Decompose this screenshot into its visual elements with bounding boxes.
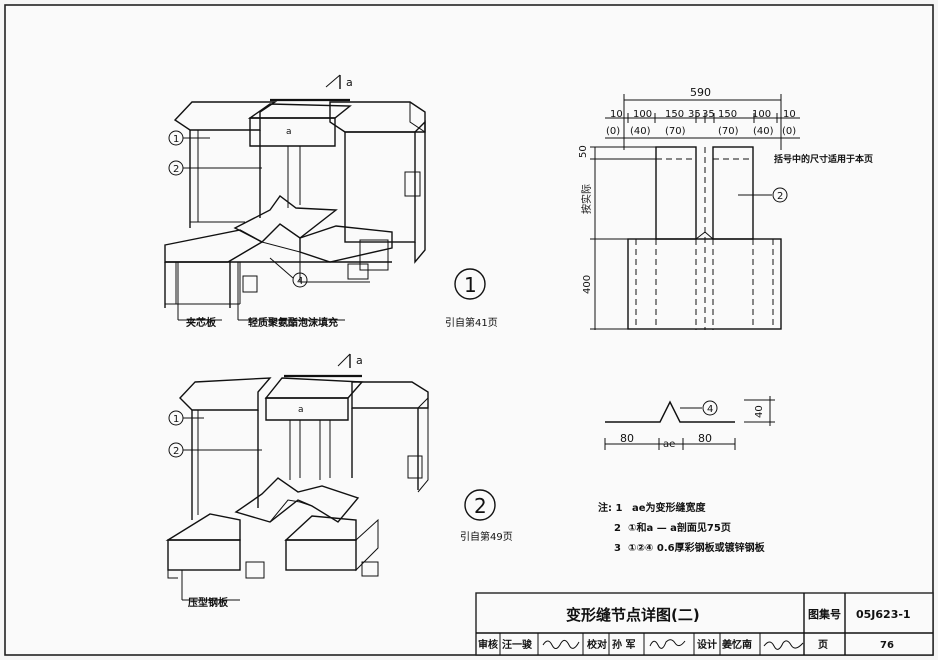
leader-core-board: 夹芯板 (186, 316, 217, 329)
review-label: 审核 (478, 638, 498, 651)
callout-b1-label: 1 (173, 414, 179, 425)
dim-top-5: 150 (718, 109, 737, 120)
designer-signature (763, 640, 804, 650)
notes-line2-num: 2 (614, 523, 621, 534)
page-value: 76 (880, 640, 894, 651)
callout-b2-label: 2 (173, 446, 179, 457)
detail-2-circle (464, 489, 496, 521)
section-callout-2-circle (772, 187, 788, 203)
dim-top-3: 35 (688, 109, 701, 120)
dim-top-2: 150 (665, 109, 684, 120)
paren-dim-4: (40) (753, 126, 774, 137)
section-view: 590 10 100 150 35 35 150 100 10 (0) (40)… (578, 86, 873, 330)
atlas-label: 图集号 (808, 607, 841, 621)
bracket-note: 括号中的尺寸适用于本页 (774, 153, 873, 165)
paren-dim-1: (40) (630, 126, 651, 137)
callout-4-label: 4 (297, 276, 303, 287)
dim-top-7: 10 (783, 109, 796, 120)
check-label: 校对 (587, 638, 607, 651)
profile-dim-40: 40 (754, 405, 765, 418)
reviewer-signature (542, 639, 580, 649)
notes-line1: ae为变形缝宽度 (632, 501, 707, 514)
title-block: 变形缝节点详图(二) 图集号 05J623-1 审核 汪一骏 校对 孙 军 设计… (475, 592, 934, 656)
paren-dim-2: (70) (665, 126, 686, 137)
paren-dim-3: (70) (718, 126, 739, 137)
leader-profiled-steel: 压型钢板 (188, 596, 229, 609)
top-cover-section-label: a (286, 127, 292, 137)
reviewer-name: 汪一骏 (502, 638, 532, 651)
profile-detail: 4 40 80 ae 80 (604, 396, 775, 450)
dim-top-4: 35 (702, 109, 715, 120)
notes-line3: ①②④ 0.6厚彩钢板或镀锌钢板 (628, 541, 766, 554)
paren-dim-5: (0) (782, 126, 796, 137)
detail-2-number: 2 (474, 494, 487, 518)
top-isometric-detail: a a 1 2 4 夹芯板 轻质聚氨酯泡沫填充 (164, 74, 426, 329)
detail-1-number: 1 (464, 273, 477, 297)
designer-name: 姜忆南 (722, 638, 752, 651)
dim-50: 50 (578, 145, 589, 158)
detail-2-reference: 引自第49页 (460, 530, 513, 543)
bottom-section-mark: a (356, 354, 363, 367)
leader-foam-fill: 轻质聚氨酯泡沫填充 (248, 316, 338, 329)
notes-line2: ①和a — a剖面见75页 (628, 521, 731, 534)
top-section-mark: a (346, 76, 353, 89)
bottom-cover-section-label: a (298, 405, 304, 415)
profile-dim-ae: ae (663, 439, 675, 450)
detail-1-circle (454, 268, 486, 300)
callout-1-label: 1 (173, 134, 179, 145)
profile-callout-4-circle (702, 400, 718, 416)
paren-dim-0: (0) (606, 126, 620, 137)
callout-4-circle (292, 272, 308, 288)
page-label: 页 (818, 639, 828, 651)
notes-line3-num: 3 (614, 543, 621, 554)
dim-overall: 590 (690, 86, 711, 99)
notes-title: 注: 1 (598, 501, 622, 514)
sheet-border (4, 4, 934, 656)
notes-block: 注: 1 ae为变形缝宽度 2 ①和a — a剖面见75页 3 ①②④ 0.6厚… (598, 501, 766, 554)
atlas-value: 05J623-1 (856, 608, 911, 621)
callout-2-label: 2 (173, 164, 179, 175)
checker-signature (649, 639, 686, 649)
profile-dim-80-right: 80 (698, 432, 712, 445)
dim-top-6: 100 (752, 109, 771, 120)
profile-dim-80-left: 80 (620, 432, 634, 445)
design-label: 设计 (697, 638, 717, 651)
checker-name: 孙 军 (612, 638, 635, 651)
dim-top-1: 100 (633, 109, 652, 120)
bottom-isometric-detail: a a 1 2 压型钢板 (165, 353, 429, 609)
profile-callout-4-label: 4 (707, 404, 713, 415)
dim-varies: 按实际 (580, 184, 593, 214)
drawing-title: 变形缝节点详图(二) (566, 606, 700, 624)
dim-400: 400 (582, 275, 593, 294)
section-callout-2-label: 2 (777, 191, 783, 202)
detail-1-reference: 引自第41页 (445, 316, 498, 329)
dim-top-0: 10 (610, 109, 623, 120)
